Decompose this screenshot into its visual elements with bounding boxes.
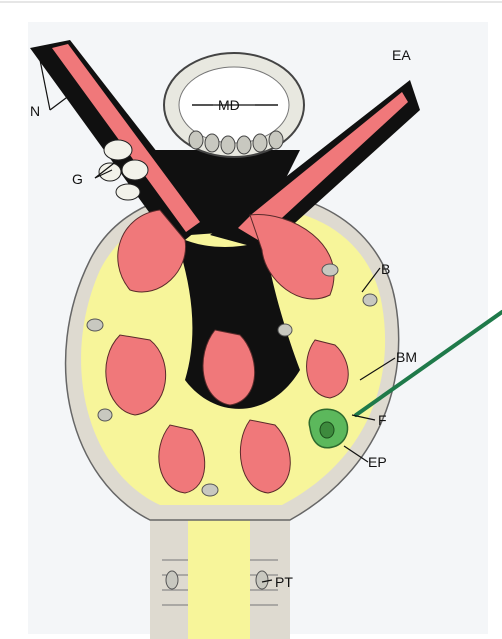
- label-md: MD: [218, 98, 240, 112]
- proximal-tubule: [150, 515, 290, 639]
- highlighted-cell: [309, 409, 347, 447]
- label-n: N: [30, 104, 40, 118]
- label-b: B: [381, 262, 390, 276]
- label-pt: PT: [275, 575, 293, 589]
- label-ea: EA: [392, 48, 411, 62]
- label-ep: EP: [368, 455, 387, 469]
- label-g: G: [72, 172, 83, 186]
- label-f: F: [378, 413, 387, 427]
- label-bm: BM: [396, 350, 417, 364]
